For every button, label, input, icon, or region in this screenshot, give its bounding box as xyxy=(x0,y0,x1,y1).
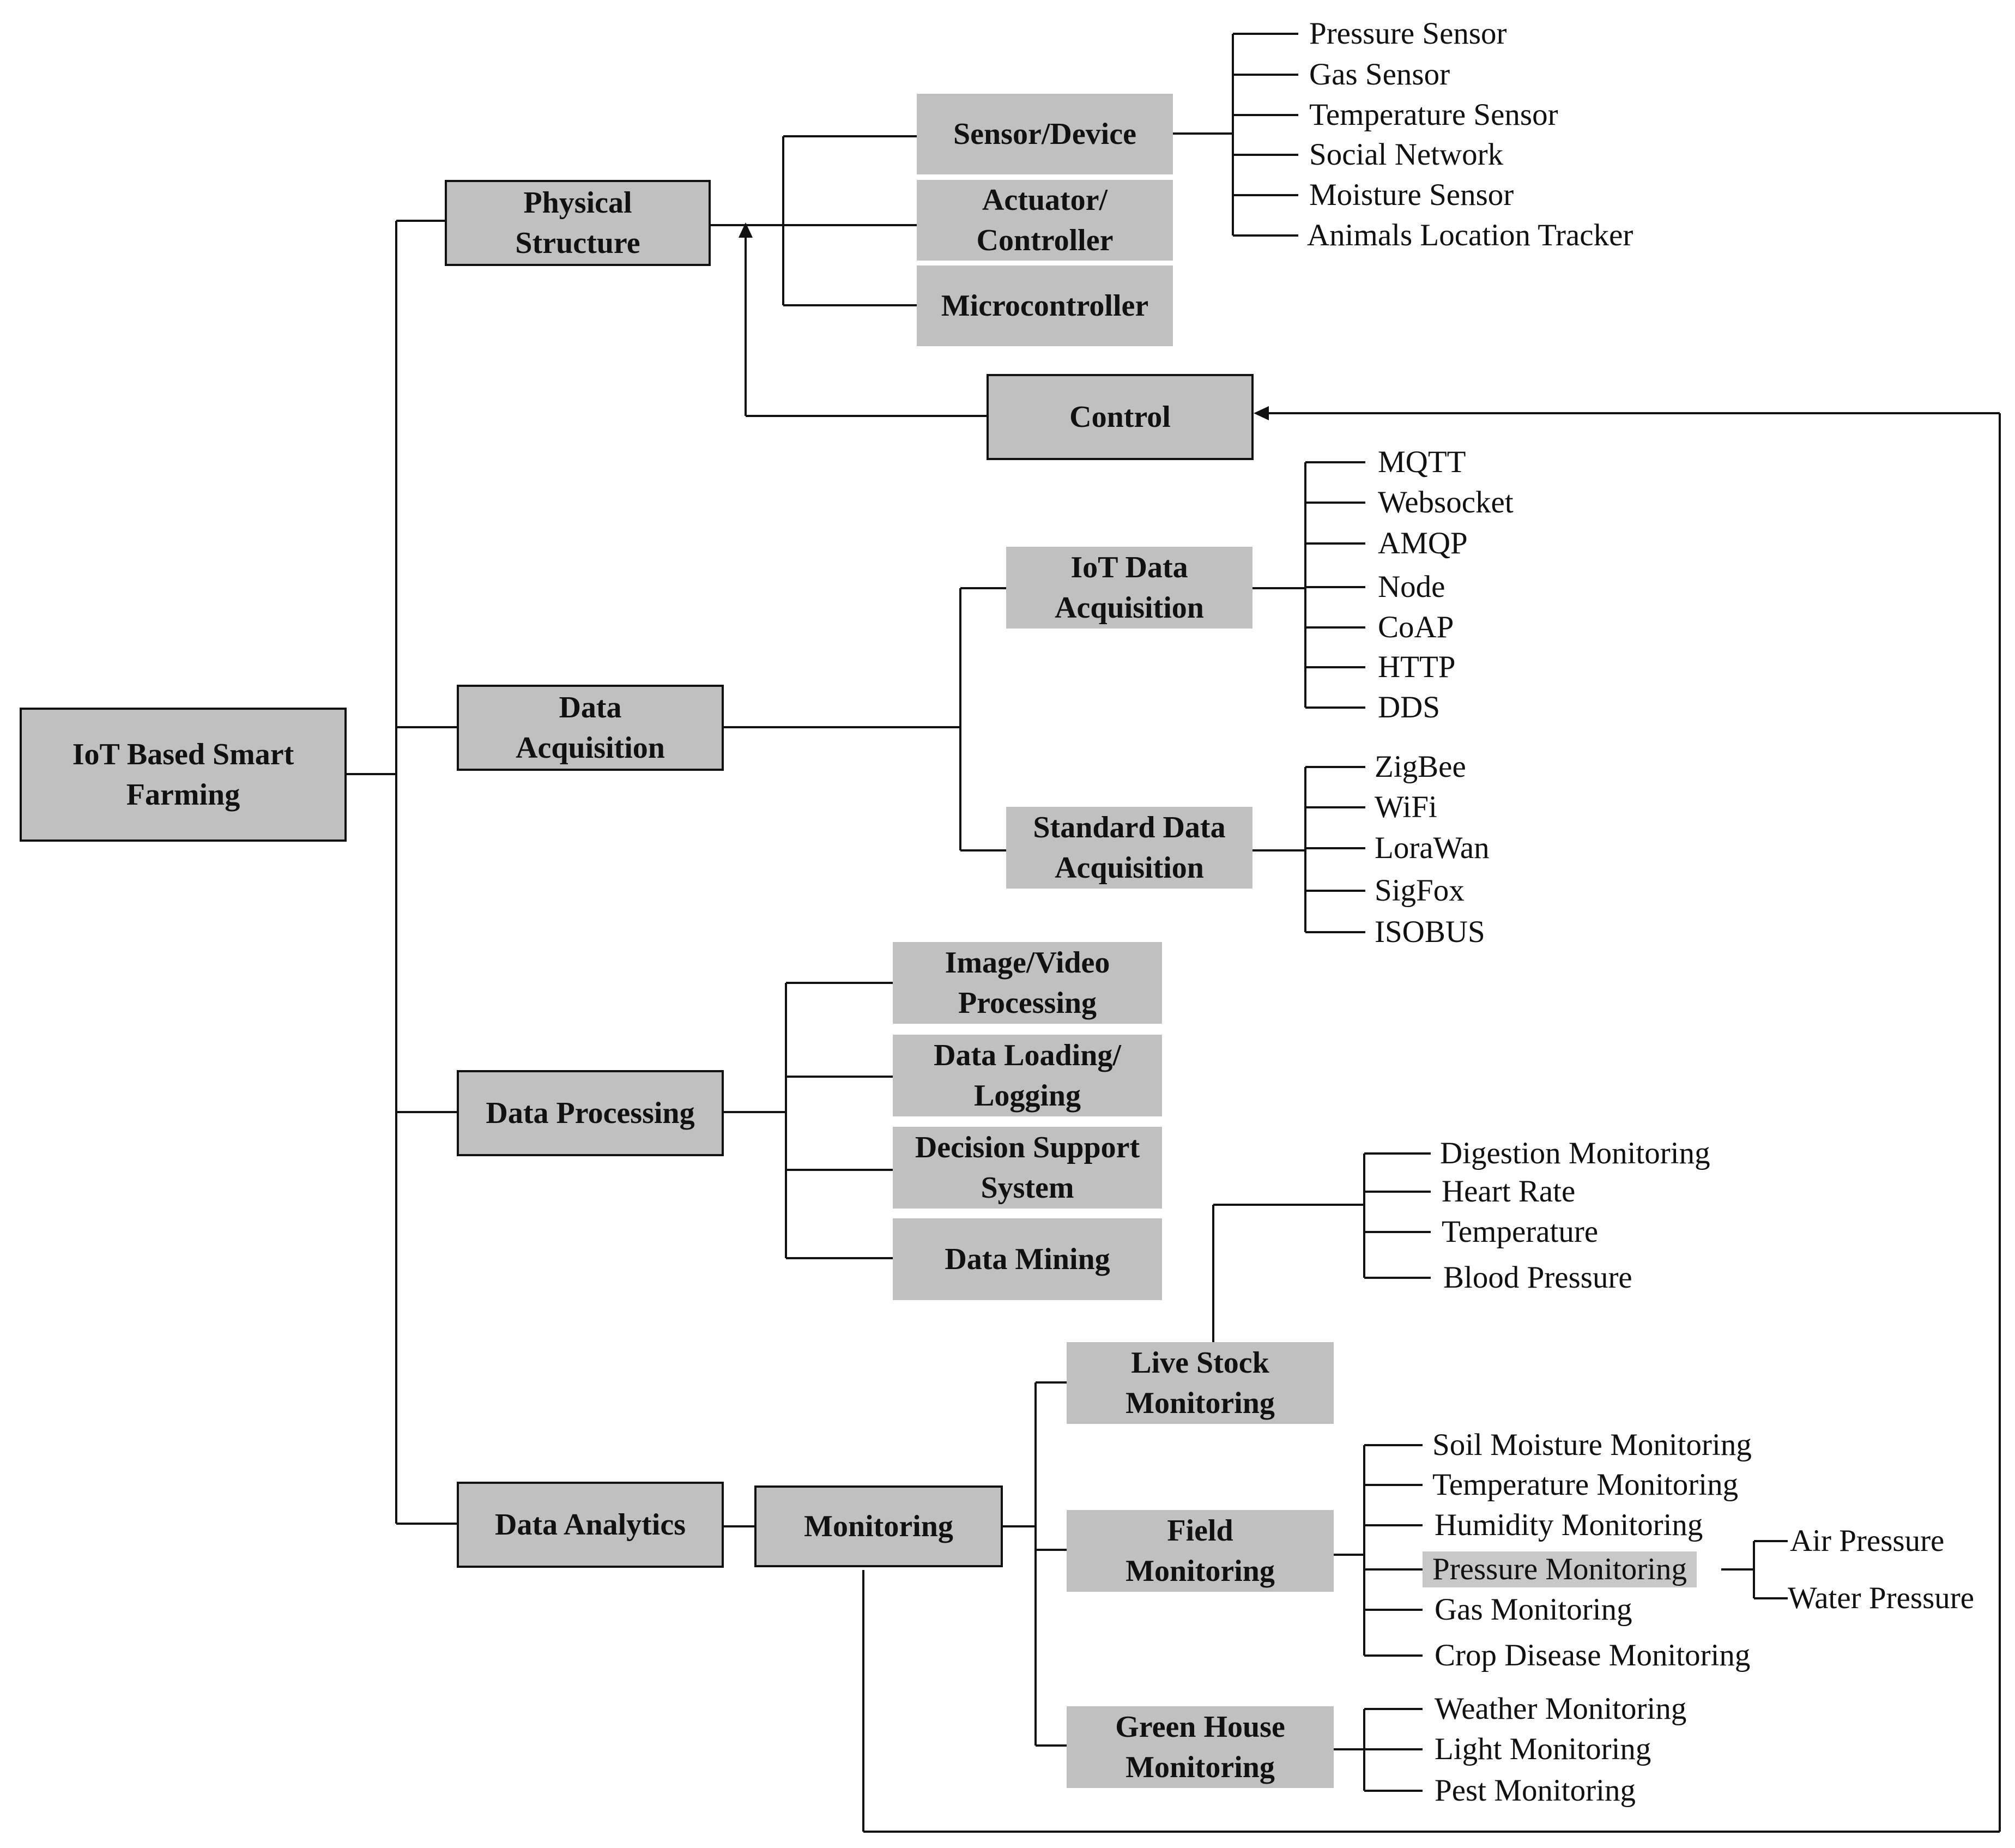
iot-protocol-item: DDS xyxy=(1378,690,1441,724)
control-label: Control xyxy=(1069,400,1171,434)
root-label: IoT Based Smart Farming xyxy=(72,738,294,812)
sensor-item: Moisture Sensor xyxy=(1309,178,1514,212)
livestock-monitoring-node: Live Stock Monitoring xyxy=(1067,1342,1334,1424)
greenhouse-item: Light Monitoring xyxy=(1435,1732,1651,1766)
processing-item-node: Decision Support System xyxy=(893,1127,1162,1209)
physical-structure-label: Physical Structure xyxy=(515,186,640,260)
processing-item-label: Data Loading/ Logging xyxy=(934,1038,1121,1113)
iot-protocol-item: AMQP xyxy=(1378,526,1468,560)
standard-data-acquisition-label: Standard Data Acquisition xyxy=(1033,811,1226,885)
data-processing-label: Data Processing xyxy=(486,1096,695,1130)
standard-data-acquisition-node: Standard Data Acquisition xyxy=(1006,807,1252,889)
pressure-item: Water Pressure xyxy=(1788,1581,1975,1615)
actuator-controller-label: Actuator/ Controller xyxy=(976,183,1114,257)
microcontroller-label: Microcontroller xyxy=(941,289,1149,323)
iot-data-acquisition-node: IoT Data Acquisition xyxy=(1006,547,1252,629)
data-processing-node: Data Processing xyxy=(457,1070,724,1156)
sensor-item: Pressure Sensor xyxy=(1309,16,1507,51)
iot-protocol-item: Websocket xyxy=(1378,485,1514,520)
standard-protocol-item: LoraWan xyxy=(1375,831,1490,865)
greenhouse-item: Pest Monitoring xyxy=(1435,1773,1636,1808)
processing-item-node: Data Loading/ Logging xyxy=(893,1035,1162,1116)
field-monitoring-label: Field Monitoring xyxy=(1126,1514,1275,1588)
sensor-item: Animals Location Tracker xyxy=(1307,218,1633,252)
standard-protocol-item: WiFi xyxy=(1375,790,1437,824)
sensor-item: Gas Sensor xyxy=(1309,57,1450,92)
processing-item-label: Data Mining xyxy=(945,1242,1110,1276)
sensor-item: Temperature Sensor xyxy=(1309,98,1558,132)
data-analytics-label: Data Analytics xyxy=(495,1508,686,1542)
sensor-item: Social Network xyxy=(1309,137,1504,172)
field-item: Humidity Monitoring xyxy=(1435,1508,1703,1542)
livestock-item: Blood Pressure xyxy=(1443,1260,1632,1295)
root-node: IoT Based Smart Farming xyxy=(20,708,347,842)
control-node: Control xyxy=(987,374,1254,460)
sensor-device-label: Sensor/Device xyxy=(953,117,1136,151)
field-item: Soil Moisture Monitoring xyxy=(1432,1428,1752,1462)
data-analytics-node: Data Analytics xyxy=(457,1482,724,1568)
greenhouse-monitoring-node: Green House Monitoring xyxy=(1067,1706,1334,1788)
livestock-item: Temperature xyxy=(1442,1215,1599,1249)
iot-protocol-item: Node xyxy=(1378,570,1445,604)
field-item: Temperature Monitoring xyxy=(1432,1467,1739,1502)
iot-protocol-item: HTTP xyxy=(1378,650,1456,684)
livestock-item: Digestion Monitoring xyxy=(1440,1136,1710,1170)
data-acquisition-node: Data Acquisition xyxy=(457,685,724,771)
livestock-item: Heart Rate xyxy=(1442,1174,1576,1209)
data-acquisition-label: Data Acquisition xyxy=(516,691,665,765)
field-item: Gas Monitoring xyxy=(1435,1592,1632,1627)
iot-protocol-item: CoAP xyxy=(1378,610,1454,644)
field-item-pressure: Pressure Monitoring xyxy=(1423,1551,1697,1587)
processing-item-node: Image/Video Processing xyxy=(893,942,1162,1024)
standard-protocol-item: SigFox xyxy=(1375,873,1465,908)
monitoring-label: Monitoring xyxy=(804,1509,953,1543)
greenhouse-item: Weather Monitoring xyxy=(1435,1692,1687,1726)
processing-item-label: Image/Video Processing xyxy=(945,946,1110,1020)
monitoring-node: Monitoring xyxy=(754,1485,1003,1567)
field-monitoring-node: Field Monitoring xyxy=(1067,1510,1334,1592)
greenhouse-monitoring-label: Green House Monitoring xyxy=(1115,1710,1285,1784)
sensor-device-node: Sensor/Device xyxy=(917,94,1173,174)
standard-protocol-item: ISOBUS xyxy=(1375,915,1485,949)
field-item: Crop Disease Monitoring xyxy=(1435,1638,1751,1672)
livestock-monitoring-label: Live Stock Monitoring xyxy=(1126,1346,1275,1420)
processing-item-node: Data Mining xyxy=(893,1218,1162,1300)
physical-structure-node: Physical Structure xyxy=(445,180,711,266)
standard-protocol-item: ZigBee xyxy=(1375,750,1466,784)
iot-data-acquisition-label: IoT Data Acquisition xyxy=(1055,551,1204,625)
microcontroller-node: Microcontroller xyxy=(917,265,1173,346)
actuator-controller-node: Actuator/ Controller xyxy=(917,180,1173,261)
iot-protocol-item: MQTT xyxy=(1378,445,1466,479)
processing-item-label: Decision Support System xyxy=(915,1131,1140,1205)
pressure-item: Air Pressure xyxy=(1790,1524,1945,1558)
